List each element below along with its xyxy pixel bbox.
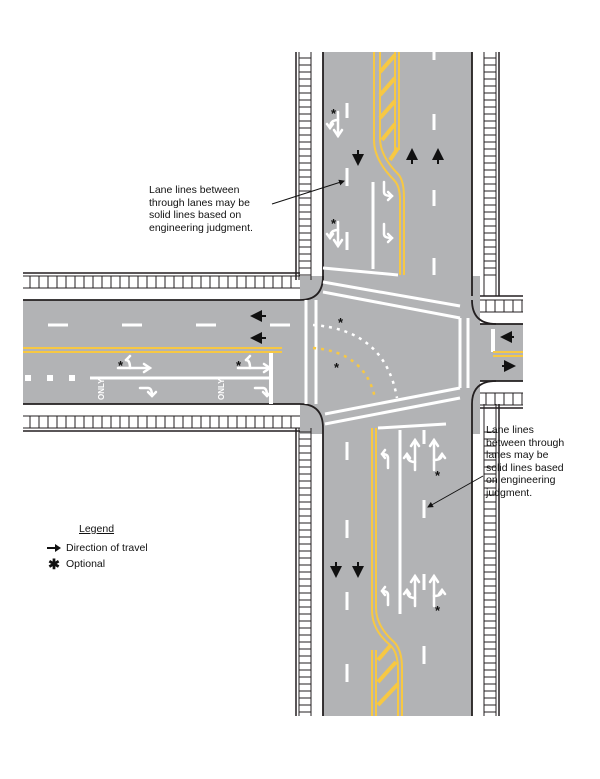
north-approach (323, 52, 472, 302)
asterisk-icon: * (435, 468, 441, 483)
intersection-box (300, 276, 480, 434)
leader-line-right (427, 475, 484, 508)
only-word-marking: ONLY (97, 378, 106, 400)
turn-path-guides (312, 323, 399, 399)
only-word-markings: ONLY ONLY (97, 378, 226, 400)
optional-markers: * * * * * * * * (118, 106, 441, 618)
note-lane-lines-north: Lane lines between through lanes may be … (149, 184, 253, 234)
lane-use-arrows (116, 110, 447, 608)
through-right-arrow (116, 354, 153, 374)
left-through-arrow (325, 220, 344, 249)
direction-arrows (250, 148, 516, 578)
right-turn-arrow (138, 386, 158, 398)
asterisk-icon: * (236, 358, 242, 373)
right-turn-arrow (382, 222, 394, 244)
left-turn-arrow (380, 448, 390, 470)
arrow-right-icon (46, 544, 62, 552)
note-leaders (271, 179, 484, 508)
median-hatching (376, 53, 400, 707)
left-turn-arrow (380, 585, 390, 607)
asterisk-icon: * (331, 106, 337, 121)
asterisk-icon: * (118, 358, 124, 373)
asterisk-icon: * (435, 603, 441, 618)
left-through-arrow (402, 573, 421, 608)
right-turn-arrow (253, 386, 273, 398)
asterisk-icon: ✱ (48, 555, 60, 572)
right-turn-arrow (382, 180, 394, 202)
through-right-arrow (428, 573, 447, 608)
center-lines (23, 52, 523, 716)
lane-lines (25, 52, 436, 682)
leader-line-top (271, 179, 345, 205)
left-through-arrow (402, 437, 421, 472)
through-right-arrow (428, 437, 447, 472)
through-right-arrow (236, 354, 273, 374)
sidewalk-joints (29, 57, 523, 713)
legend: Legend Direction of travel ✱ Optional (46, 523, 206, 572)
legend-label: Direction of travel (66, 542, 148, 554)
note-lane-lines-south: Lane lines between through lanes may be … (486, 424, 565, 499)
sidewalks (23, 52, 523, 716)
legend-title: Legend (79, 523, 115, 535)
only-word-marking: ONLY (217, 378, 226, 400)
legend-item-optional: ✱ Optional (46, 556, 206, 572)
legend-label: Optional (66, 558, 106, 570)
asterisk-icon: * (334, 360, 340, 375)
asterisk-icon: * (331, 216, 337, 231)
left-through-arrow (325, 110, 344, 139)
asterisk-icon: * (338, 315, 344, 330)
legend-item-direction: Direction of travel (46, 540, 206, 556)
pavement (23, 52, 523, 716)
